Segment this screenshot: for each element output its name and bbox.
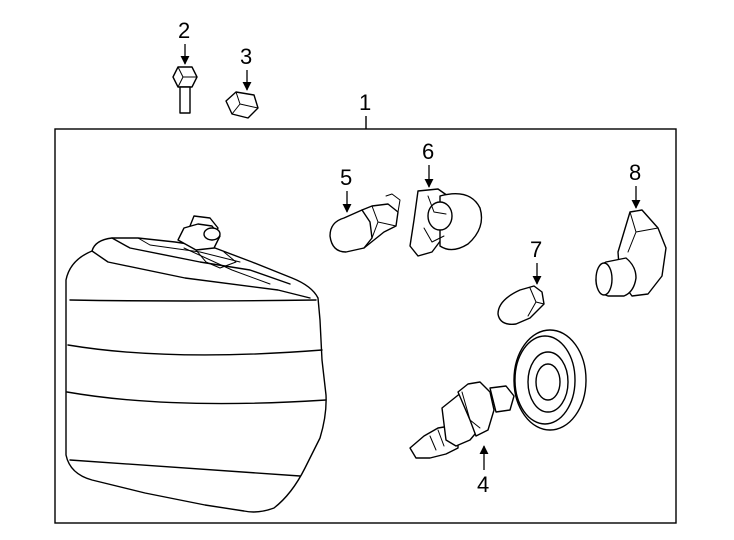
lamp-cap-part <box>513 329 587 431</box>
socket-8-part <box>595 209 667 297</box>
bulb-7-part <box>497 285 545 325</box>
headlamp-housing <box>65 215 327 513</box>
bulb-5-part <box>329 193 401 253</box>
callout-8-label: 8 <box>629 160 641 185</box>
callout-6-label: 6 <box>422 139 434 164</box>
clip-part <box>225 91 259 119</box>
callout-2-label: 2 <box>178 18 190 43</box>
callout-3-label: 3 <box>240 44 252 69</box>
callout-7-label: 7 <box>530 237 542 262</box>
socket-6-part <box>409 188 483 257</box>
bolt-part <box>172 66 198 114</box>
callout-4-label: 4 <box>477 472 489 497</box>
callout-1-label: 1 <box>359 90 371 115</box>
headlight-bulb-part <box>409 381 515 459</box>
callout-5-label: 5 <box>340 165 352 190</box>
